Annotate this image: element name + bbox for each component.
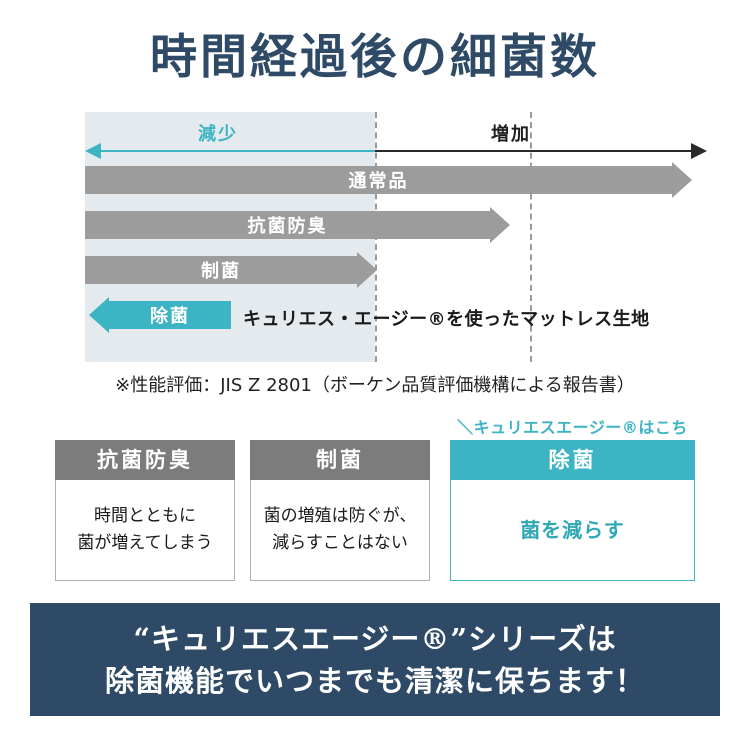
bar-antibacterial-deodorant: 抗菌防臭 xyxy=(85,207,510,243)
increase-arrowhead-icon xyxy=(691,143,707,159)
info-box-text-line: 菌を減らす xyxy=(520,517,625,542)
info-box-sterilizing: 除菌 菌を減らす xyxy=(450,440,695,581)
bar-bacteriostatic: 制菌 xyxy=(85,252,377,288)
bar-shaft: 除菌 xyxy=(109,301,231,329)
bar-shaft: 制菌 xyxy=(85,256,357,284)
page-title: 時間経過後の細菌数 xyxy=(150,30,600,85)
info-box-body: 時間とともに 菌が増えてしまう xyxy=(55,480,235,581)
right-arrowhead-icon xyxy=(490,207,510,243)
bar-label: 通常品 xyxy=(348,171,409,192)
info-box-body: 菌の増殖は防ぐが、 減らすことはない xyxy=(250,480,430,581)
increase-axis-line xyxy=(375,150,691,152)
bar-label: 抗菌防臭 xyxy=(247,216,328,237)
series-banner: “キュリエスエージー®”シリーズは 除菌機能でいつまでも清潔に保ちます！ xyxy=(30,603,720,716)
info-box-text-line: 菌の増殖は防ぐが、 xyxy=(263,506,417,526)
info-box-text-line: 菌が増えてしまう xyxy=(77,533,213,553)
banner-line-1: “キュリエスエージー®”シリーズは xyxy=(133,621,617,656)
decrease-arrowhead-icon xyxy=(85,143,101,159)
secondary-dashed-line xyxy=(530,112,532,362)
increase-axis-label: 増加 xyxy=(491,124,531,145)
bacteria-count-axis: 減少 増加 xyxy=(85,120,710,164)
info-box-header: 除菌 xyxy=(450,440,695,480)
bar-normal-product: 通常品 xyxy=(85,162,692,198)
decrease-axis-line xyxy=(98,150,375,152)
info-box-header: 制菌 xyxy=(250,440,430,480)
bar-label: 制菌 xyxy=(201,261,241,282)
bar-shaft: 抗菌防臭 xyxy=(85,211,490,239)
bar-shaft: 通常品 xyxy=(85,166,672,194)
performance-evaluation-footnote: ※性能評価：JIS Z 2801（ボーケン品質評価機構による報告書） xyxy=(115,375,635,396)
info-box-text-line: 時間とともに xyxy=(94,506,196,526)
bacteria-time-chart: 減少 増加 通常品 抗菌防臭 制菌 除菌 キュリエス・エージー®を使ったマットレ… xyxy=(85,112,710,362)
info-box-text-line: 減らすことはない xyxy=(272,533,408,553)
right-arrowhead-icon xyxy=(672,162,692,198)
info-box-body: 菌を減らす xyxy=(450,480,695,581)
mattress-fabric-note: キュリエス・エージー®を使ったマットレス生地 xyxy=(243,309,650,330)
bar-label: 除菌 xyxy=(150,306,190,327)
info-box-bacteriostatic: 制菌 菌の増殖は防ぐが、 減らすことはない xyxy=(250,440,430,581)
banner-line-2: 除菌機能でいつまでも清潔に保ちます！ xyxy=(104,663,645,698)
left-arrowhead-icon xyxy=(89,297,109,333)
decrease-axis-label: 減少 xyxy=(198,124,238,145)
info-box-header: 抗菌防臭 xyxy=(55,440,235,480)
right-arrowhead-icon xyxy=(357,252,377,288)
info-box-antibacterial-deodorant: 抗菌防臭 時間とともに 菌が増えてしまう xyxy=(55,440,235,581)
bar-sterilizing: 除菌 xyxy=(89,297,231,333)
